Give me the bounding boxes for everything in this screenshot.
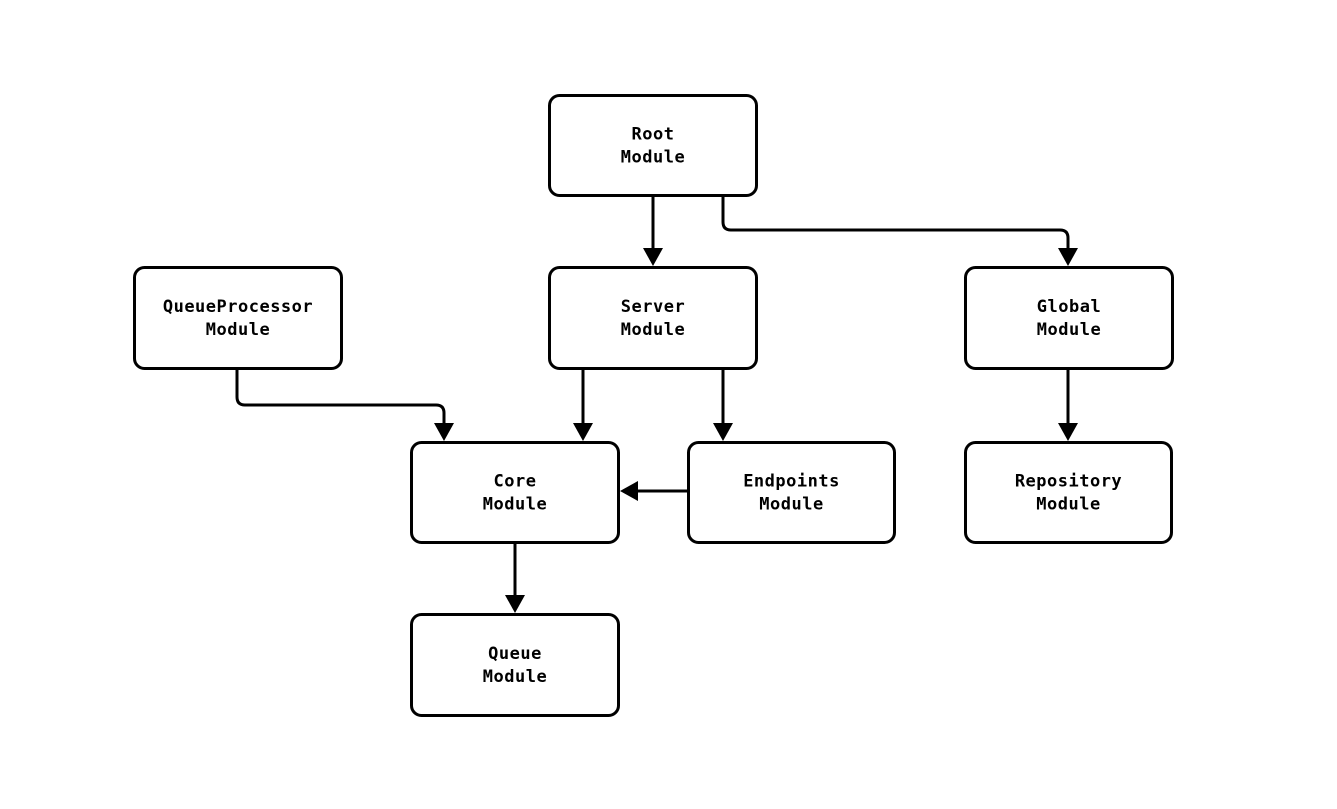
node-label-line1: Core [494,472,537,492]
arrowhead-down-icon [1058,248,1078,266]
arrowhead-left-icon [620,481,638,501]
node-label-line2: Module [483,667,547,687]
node-label-line2: Module [1036,495,1100,515]
arrowhead-down-icon [1058,423,1078,441]
edge-queueprocessor-to-core [235,370,454,441]
node-label-line2: Module [206,320,270,340]
edge-root-to-global [721,197,1078,266]
arrowhead-down-icon [643,248,663,266]
node-box[interactable] [964,266,1174,370]
node-box[interactable] [964,441,1173,544]
arrowhead-down-icon [573,423,593,441]
node-label-line1: Repository [1015,472,1122,492]
node-label-line2: Module [621,320,685,340]
node-label-line1: Root [632,125,675,145]
arrowhead-down-icon [713,423,733,441]
arrowhead-down-icon [434,423,454,441]
node-box[interactable] [548,266,758,370]
arrowhead-down-icon [505,595,525,613]
edge-root-to-server [643,197,663,266]
node-box[interactable] [687,441,896,544]
nodes-layer: RootModuleQueueProcessorModuleServerModu… [133,94,1174,717]
node-label-line1: Endpoints [743,472,840,492]
edge-server-to-endpoints [713,370,733,441]
node-box[interactable] [548,94,758,197]
edge-endpoints-to-core [620,481,687,501]
node-label-line1: QueueProcessor [163,297,313,317]
node-label-line2: Module [1037,320,1101,340]
node-box[interactable] [133,266,343,370]
node-label-line2: Module [483,495,547,515]
node-label-line1: Server [621,297,685,317]
node-label-line2: Module [621,148,685,168]
edge-core-to-queue [505,544,525,613]
node-label-line1: Global [1037,297,1101,317]
node-label-line1: Queue [488,644,542,664]
node-box[interactable] [410,613,620,717]
edge-global-to-repository [1058,370,1078,441]
edge-line [235,370,446,425]
node-label-line2: Module [759,495,823,515]
node-box[interactable] [410,441,620,544]
edge-server-to-core [573,370,593,441]
edge-line [721,197,1070,250]
edges-layer [235,197,1078,613]
